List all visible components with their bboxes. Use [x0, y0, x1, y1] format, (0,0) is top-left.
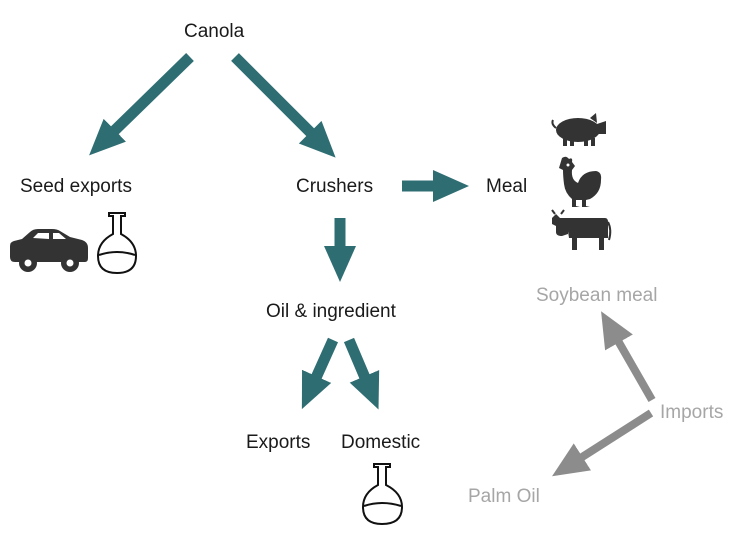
- arrow-oil-to-domestic: [343, 337, 380, 410]
- node-meal: Meal: [486, 176, 528, 197]
- node-exports: Exports: [246, 432, 311, 453]
- arrow-imports-to-palm-oil: [552, 409, 654, 477]
- node-canola: Canola: [184, 21, 245, 42]
- arrow-imports-to-soybean-meal: [601, 311, 656, 402]
- arrow-canola-to-crushers: [231, 53, 336, 158]
- node-seed-exports: Seed exports: [20, 176, 132, 197]
- arrow-oil-to-exports: [301, 337, 339, 410]
- chicken-icon: [559, 156, 602, 207]
- node-palm-oil: Palm Oil: [468, 486, 540, 507]
- node-soybean-meal: Soybean meal: [536, 285, 658, 306]
- arrow-canola-to-seed-exports: [89, 53, 194, 156]
- node-imports: Imports: [660, 402, 724, 423]
- node-domestic: Domestic: [341, 432, 421, 453]
- flask-icon: [361, 463, 404, 526]
- node-crushers: Crushers: [296, 176, 374, 197]
- flask-icon: [96, 212, 138, 275]
- car-icon: [10, 229, 88, 272]
- pig-icon: [551, 113, 606, 146]
- cow-icon: [551, 209, 612, 250]
- node-oil-ingredient: Oil & ingredient: [266, 301, 396, 322]
